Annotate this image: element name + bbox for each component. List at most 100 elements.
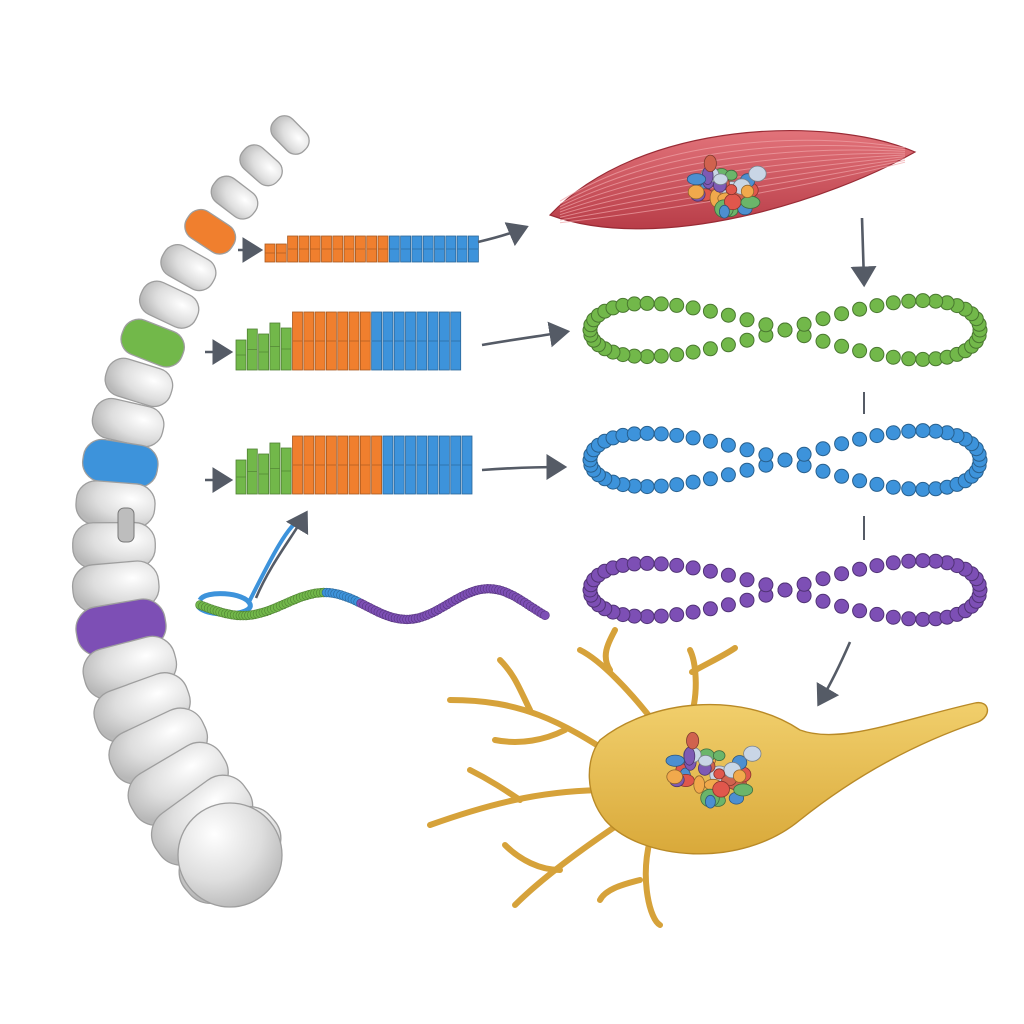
arrow-icon (477, 222, 529, 247)
loop-bead (901, 293, 917, 309)
loop-bead (653, 426, 669, 442)
chromosome-segment (75, 480, 156, 529)
protein-loop-green (582, 293, 988, 367)
loop-bead (915, 553, 931, 569)
organelle (712, 780, 730, 798)
loop-bead (685, 604, 701, 620)
loop-bead (796, 576, 812, 592)
loop-bead (702, 471, 718, 487)
arrow-icon (850, 217, 877, 288)
organelle (740, 184, 755, 198)
loop-bead (758, 577, 774, 593)
loop-bead (777, 582, 793, 598)
loop-bead (928, 293, 944, 309)
loop-bead (852, 301, 868, 317)
loop-bead (915, 611, 931, 627)
protein-loop-blue (582, 423, 988, 497)
organelle-cluster (665, 732, 762, 809)
gene-block-row-2 (235, 311, 462, 371)
dendrite (467, 767, 523, 803)
loop-bead (869, 558, 885, 574)
flow-arrows (205, 217, 877, 707)
organelle (740, 195, 761, 209)
loop-bead (928, 553, 944, 569)
loop-bead (869, 428, 885, 444)
dendrite (497, 657, 533, 713)
organelle (719, 204, 730, 219)
loop-bead (626, 556, 642, 572)
gene-block-rows (235, 235, 479, 495)
loop-bead (669, 347, 685, 363)
loop-bead (815, 311, 831, 327)
organelle (683, 746, 696, 766)
loop-bead (885, 479, 901, 495)
chromosome-end (177, 802, 283, 908)
loop-bead (852, 343, 868, 359)
loop-bead (796, 446, 812, 462)
loop-bead (739, 442, 755, 458)
dendrite (512, 817, 628, 908)
arrow-icon (481, 321, 571, 348)
dendrite (492, 727, 568, 745)
loop-bead (885, 425, 901, 441)
loop-bead (685, 474, 701, 490)
loop-bead (639, 609, 655, 625)
gene-block-row-3 (235, 435, 473, 495)
loop-bead (669, 557, 685, 573)
chromosome-segment (160, 244, 217, 292)
muscle-fiber (559, 145, 906, 205)
arrow-icon (254, 510, 309, 599)
dendrite (689, 645, 738, 675)
loop-bead (758, 317, 774, 333)
loop-bead (653, 608, 669, 624)
loop-bead (915, 481, 931, 497)
loop-bead (702, 341, 718, 357)
chromosome (71, 115, 310, 908)
chromosome-segment (270, 115, 310, 155)
gene-block-row-1 (264, 235, 479, 263)
loop-bead (653, 348, 669, 364)
loop-bead (702, 563, 718, 579)
loop-bead (685, 560, 701, 576)
strand-bead (540, 610, 550, 620)
organelle (703, 154, 717, 173)
muscle-fiber (559, 152, 906, 210)
loop-bead (720, 597, 736, 613)
loop-bead (669, 477, 685, 493)
loop-bead (653, 478, 669, 494)
chromosome-segment (210, 175, 259, 220)
loop-bead (915, 351, 931, 367)
loop-bead (702, 303, 718, 319)
loop-bead (815, 333, 831, 349)
polypeptide-strand (195, 518, 550, 625)
loop-bead (720, 337, 736, 353)
chromosome-segment (138, 280, 200, 329)
loop-bead (834, 306, 850, 322)
loop-bead (885, 609, 901, 625)
loop-bead (653, 296, 669, 312)
organelle (686, 732, 700, 750)
neuron-cell (427, 627, 989, 928)
loop-bead (639, 555, 655, 571)
organelle (732, 769, 747, 783)
organelle (725, 184, 738, 196)
loop-bead (739, 592, 755, 608)
chromosome-segment (239, 144, 283, 187)
loop-bead (669, 607, 685, 623)
muscle-fiber (559, 139, 906, 202)
loop-bead (720, 467, 736, 483)
organelle (665, 754, 685, 767)
loop-bead (720, 567, 736, 583)
loop-bead (758, 447, 774, 463)
loop-bead (834, 436, 850, 452)
loop-bead (834, 468, 850, 484)
loop-bead (685, 344, 701, 360)
muscle-cell (548, 130, 917, 230)
loop-bead (815, 593, 831, 609)
organelle (733, 783, 754, 797)
loop-bead (834, 338, 850, 354)
loop-bead (739, 462, 755, 478)
dendrite (597, 877, 643, 903)
loop-bead (885, 349, 901, 365)
